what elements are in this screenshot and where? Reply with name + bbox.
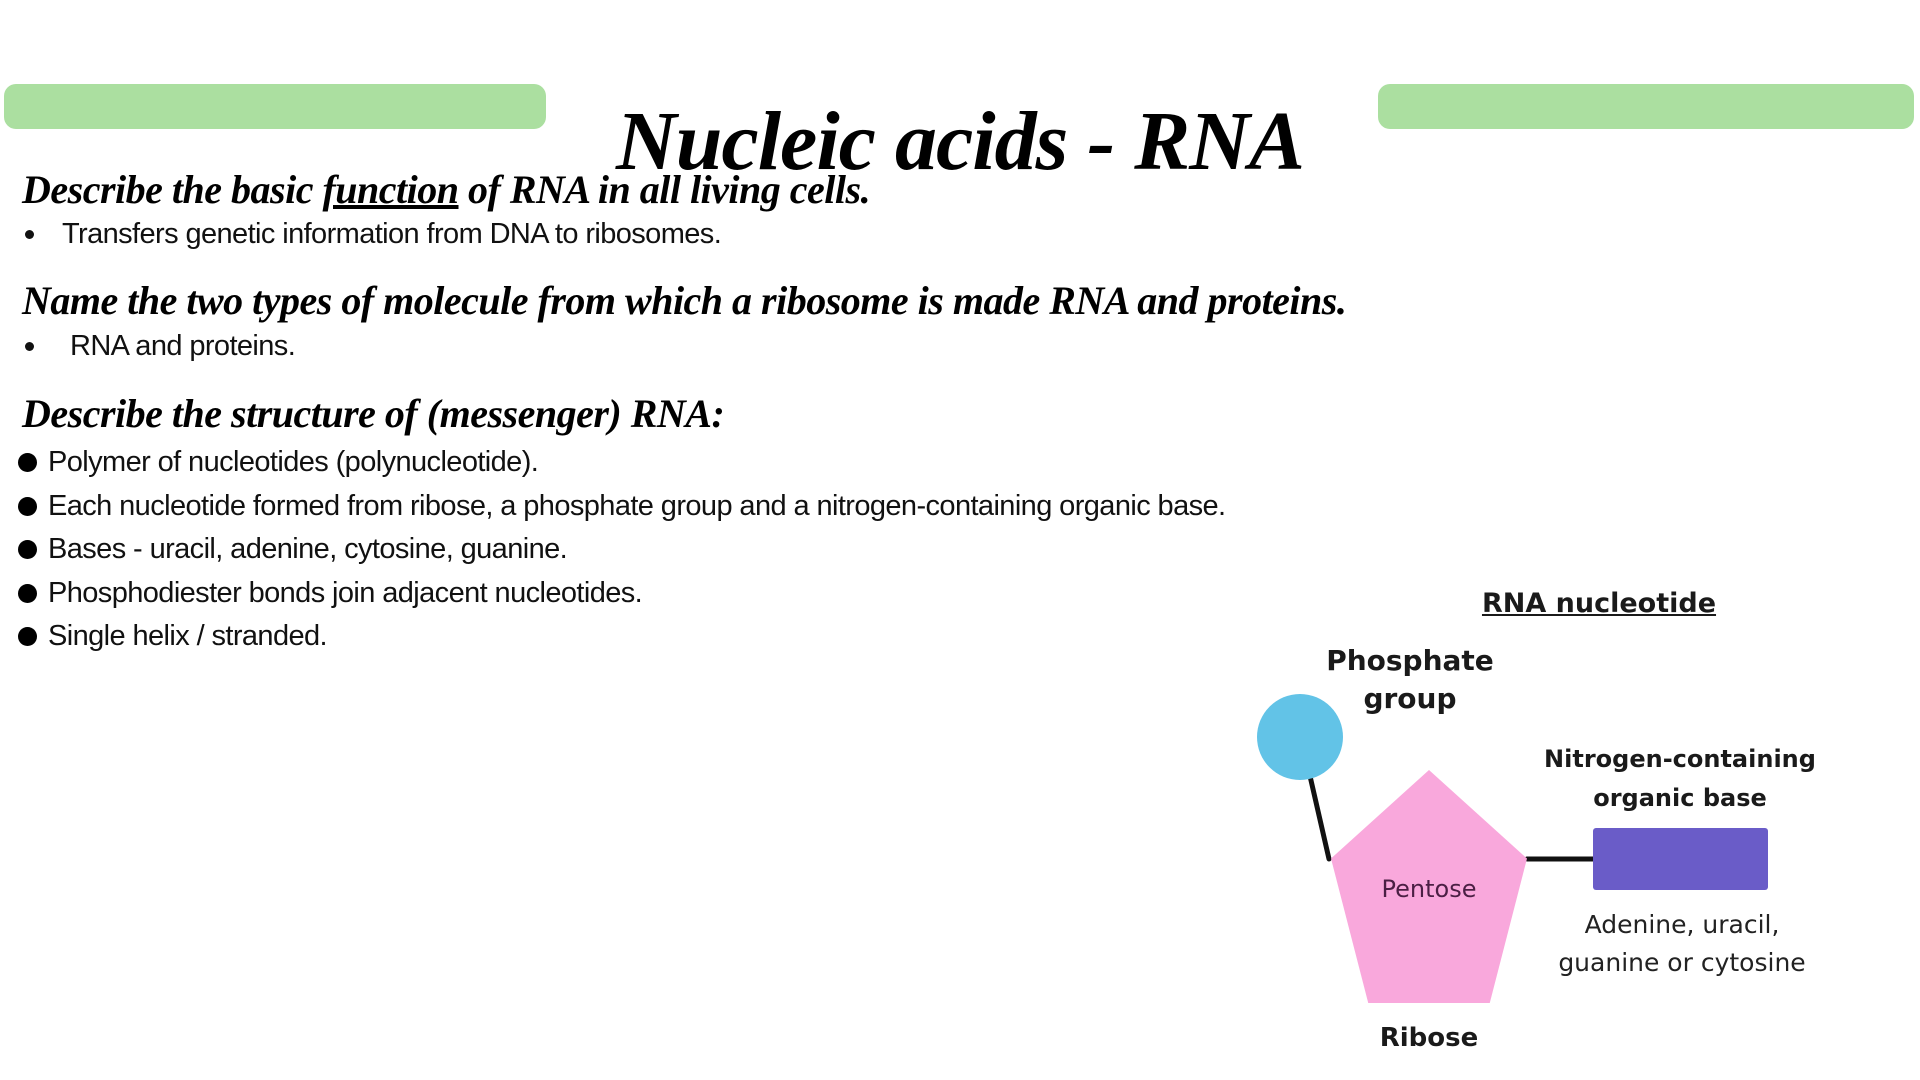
bullet-circle-icon bbox=[18, 496, 37, 516]
phosphate-label-line1: Phosphate bbox=[1326, 644, 1494, 677]
title-accent-bar-right bbox=[1378, 84, 1914, 129]
answer-function-of-rna: Transfers genetic information from DNA t… bbox=[25, 218, 722, 251]
title-accent-bar-left bbox=[4, 84, 546, 129]
diagram-title: RNA nucleotide bbox=[1481, 588, 1717, 619]
question-underlined-word: function bbox=[322, 167, 459, 212]
list-item: Bases - uracil, adenine, cytosine, guani… bbox=[18, 528, 1226, 572]
bond-lines bbox=[1307, 773, 1596, 862]
list-item: Each nucleotide formed from ribose, a ph… bbox=[18, 485, 1226, 529]
list-item-text: Each nucleotide formed from ribose, a ph… bbox=[48, 489, 1226, 522]
list-item-text: Bases - uracil, adenine, cytosine, guani… bbox=[48, 533, 568, 566]
base-examples-line2: guanine or cytosine bbox=[1558, 947, 1806, 977]
answer-ribosome-molecules: RNA and proteins. bbox=[25, 330, 296, 363]
bullet-circle-icon bbox=[18, 627, 37, 647]
list-item: Single helix / stranded. bbox=[18, 615, 1226, 659]
answer-text: RNA and proteins. bbox=[70, 330, 296, 362]
question-mrna-structure: Describe the structure of (messenger) RN… bbox=[22, 391, 725, 436]
base-examples-label: Adenine, uracil, guanine or cytosine bbox=[1542, 906, 1822, 981]
list-item-text: Polymer of nucleotides (polynucleotide). bbox=[48, 446, 539, 479]
question-ribosome-molecules: Name the two types of molecule from whic… bbox=[22, 278, 1347, 323]
rna-nucleotide-diagram: RNA nucleotide Phosphate group Pentose Ri… bbox=[1150, 580, 1920, 1080]
phosphate-label-line2: group bbox=[1363, 682, 1457, 716]
question-function-of-rna: Describe the basic function of RNA in al… bbox=[22, 166, 871, 214]
organic-base-rectangle-shape bbox=[1593, 828, 1768, 890]
mrna-structure-list: Polymer of nucleotides (polynucleotide).… bbox=[18, 441, 1226, 659]
answer-text: Transfers genetic information from DNA t… bbox=[62, 218, 722, 250]
nitrogen-base-label-line1: Nitrogen-containing bbox=[1544, 745, 1816, 773]
list-item: Phosphodiester bonds join adjacent nucle… bbox=[18, 572, 1226, 616]
pentose-label: Pentose bbox=[1381, 875, 1477, 903]
question-text-part: of RNA in all living cells. bbox=[458, 167, 871, 212]
ribose-label: Ribose bbox=[1379, 1023, 1479, 1053]
bullet-circle-icon bbox=[18, 453, 37, 473]
page-title: Nucleic acids - RNA bbox=[616, 95, 1305, 189]
phosphate-pentose-bond-line bbox=[1307, 773, 1332, 862]
phosphate-group-label: Phosphate group bbox=[1310, 642, 1510, 718]
bullet-circle-icon bbox=[18, 540, 37, 560]
bullet-dot-icon bbox=[25, 230, 34, 239]
question-text-part: Describe the basic bbox=[22, 167, 323, 212]
bullet-dot-icon bbox=[25, 342, 34, 351]
list-item-text: Phosphodiester bonds join adjacent nucle… bbox=[48, 576, 643, 609]
nitrogen-base-label: Nitrogen-containing organic base bbox=[1520, 740, 1840, 818]
list-item-text: Single helix / stranded. bbox=[48, 620, 328, 653]
phosphate-circle-shape bbox=[1257, 694, 1343, 780]
bullet-circle-icon bbox=[18, 583, 37, 603]
nitrogen-base-label-line2: organic base bbox=[1593, 783, 1767, 812]
list-item: Polymer of nucleotides (polynucleotide). bbox=[18, 441, 1226, 485]
base-examples-line1: Adenine, uracil, bbox=[1584, 910, 1780, 939]
